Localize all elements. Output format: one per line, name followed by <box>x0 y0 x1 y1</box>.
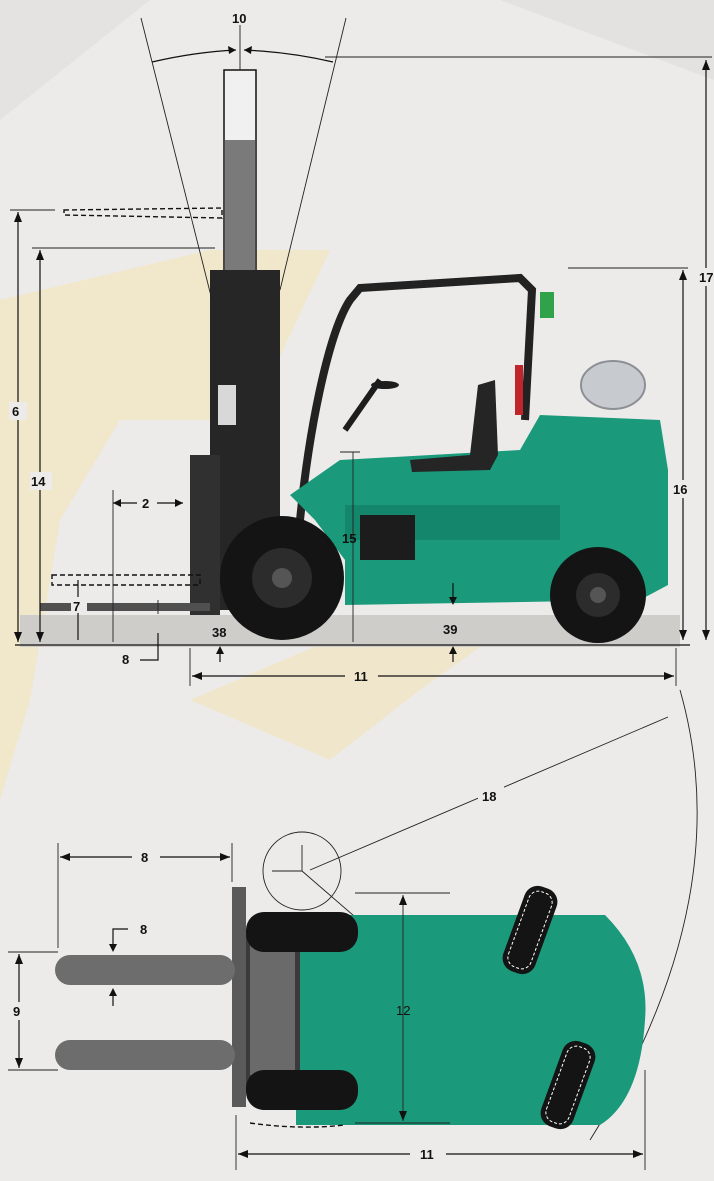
carriage <box>190 455 220 615</box>
top-rear-tire-lower <box>540 1040 596 1130</box>
top-view: 18 8 <box>8 689 698 1170</box>
dim-label-14: 14 <box>31 474 46 489</box>
rear-hub-cap <box>590 587 606 603</box>
dim-label-12: 12 <box>396 1003 410 1018</box>
overhead-guard <box>296 273 537 521</box>
tilt-arc-left <box>151 49 237 63</box>
fire-extinguisher <box>515 365 523 415</box>
dim-label-10: 10 <box>232 11 246 26</box>
operator-seat <box>410 380 498 472</box>
top-front-tire-lower <box>246 1070 358 1110</box>
fork-raised-dashed <box>63 207 223 219</box>
dim-label-11-side: 11 <box>354 669 368 684</box>
steering-column <box>342 378 383 432</box>
tilt-forward-line <box>140 17 213 301</box>
dim-8-side-leader <box>140 633 159 661</box>
turning-center-circle <box>262 831 342 911</box>
top-fork-plate <box>232 887 246 1107</box>
top-dashed-arc <box>249 1122 346 1128</box>
steering-wheel <box>371 381 399 389</box>
lpg-tank <box>580 360 646 410</box>
fork-lower <box>40 603 210 611</box>
mast-inner <box>225 140 255 290</box>
rear-light <box>540 292 554 318</box>
dim-label-8-side: 8 <box>122 652 129 667</box>
dim-label-16: 16 <box>673 482 687 497</box>
dim-label-9: 9 <box>13 1004 20 1019</box>
dim-label-8-top-length: 8 <box>141 850 148 865</box>
dim-label-8-top-width: 8 <box>140 922 147 937</box>
mast-label-plate <box>218 385 236 425</box>
tilt-back-line <box>279 17 347 291</box>
dim-label-39: 39 <box>443 622 457 637</box>
side-view: 10 17 16 6 14 2 7 <box>9 11 714 686</box>
dim-label-11-top: 11 <box>420 1147 434 1162</box>
top-mast <box>250 945 295 1075</box>
dim-label-6: 6 <box>12 404 19 419</box>
tilt-arc-right <box>243 49 334 63</box>
dim-label-15: 15 <box>342 531 356 546</box>
top-fork-lower <box>55 1040 235 1070</box>
dim-label-17: 17 <box>699 270 713 285</box>
fork-tilted-dashed <box>51 574 201 586</box>
top-front-tire-upper <box>246 912 358 952</box>
dim-label-18: 18 <box>482 789 496 804</box>
dim-label-38: 38 <box>212 625 226 640</box>
dim-label-7: 7 <box>73 599 80 614</box>
top-fork-upper <box>55 955 235 985</box>
dim-8-width-leader <box>112 928 128 948</box>
step-panel <box>360 515 415 560</box>
dim-label-2: 2 <box>142 496 149 511</box>
front-hub-cap <box>272 568 292 588</box>
top-rear-tire-upper <box>502 885 558 975</box>
